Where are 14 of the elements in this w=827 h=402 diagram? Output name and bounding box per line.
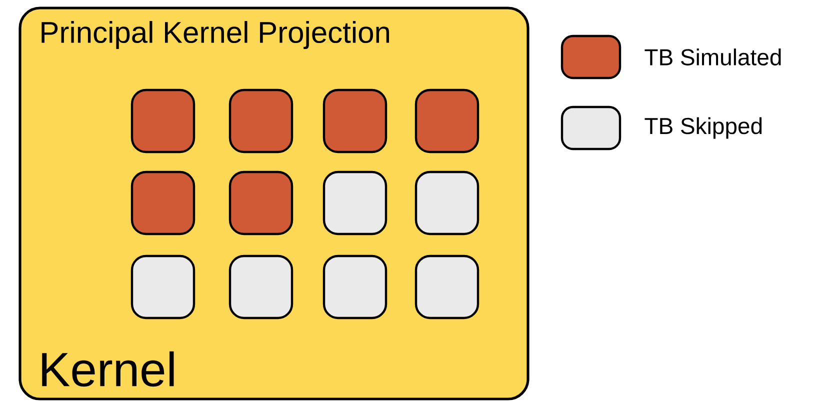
thread-block bbox=[414, 170, 480, 236]
thread-block bbox=[130, 88, 196, 154]
thread-block bbox=[228, 88, 294, 154]
legend-label: TB Simulated bbox=[644, 48, 781, 66]
thread-block bbox=[414, 88, 480, 154]
legend-label: TB Skipped bbox=[644, 117, 762, 139]
thread-block bbox=[322, 88, 388, 154]
thread-block bbox=[322, 254, 388, 320]
thread-block bbox=[130, 254, 196, 320]
thread-block bbox=[228, 170, 294, 236]
thread-block bbox=[130, 170, 196, 236]
thread-block bbox=[414, 254, 480, 320]
thread-block bbox=[228, 254, 294, 320]
thread-block bbox=[322, 170, 388, 236]
